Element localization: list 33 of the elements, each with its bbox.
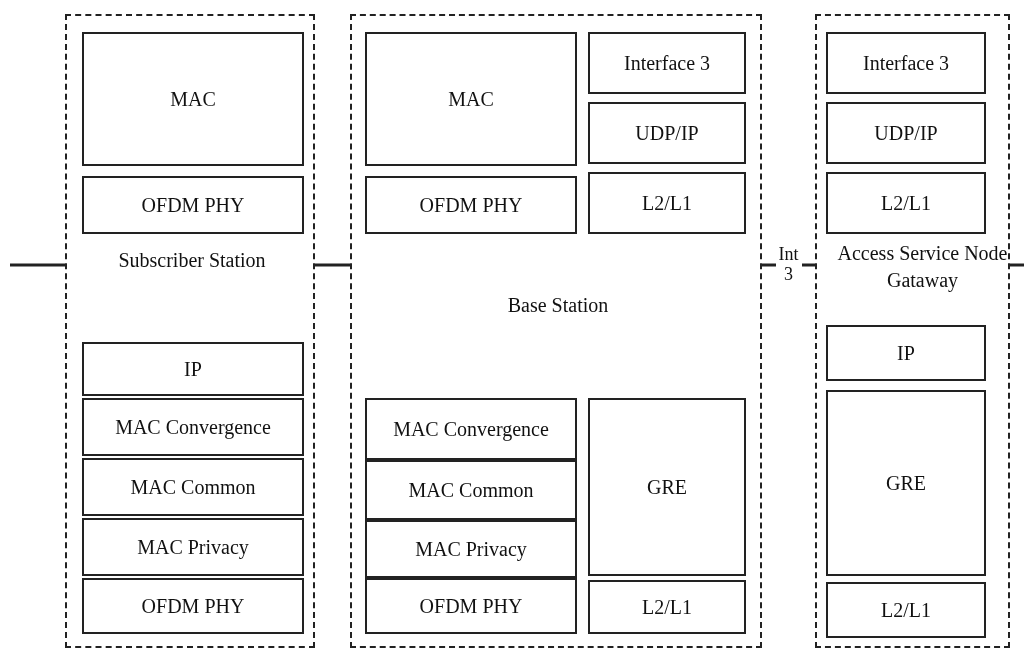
protocol-layer-box: MAC Privacy	[82, 518, 304, 576]
group-title: Subscriber Station	[117, 248, 267, 273]
connector-line	[10, 263, 65, 267]
protocol-layer-box: MAC Common	[82, 458, 304, 516]
protocol-layer-box: MAC Convergence	[82, 398, 304, 456]
dashed-group-box	[815, 14, 1010, 648]
protocol-layer-box: L2/L1	[826, 172, 986, 234]
protocol-layer-box: MAC Privacy	[365, 520, 577, 578]
protocol-layer-box: Interface 3	[826, 32, 986, 94]
protocol-layer-box: MAC	[365, 32, 577, 166]
group-title: Access Service Node Gataway	[836, 241, 1009, 294]
protocol-layer-box: IP	[826, 325, 986, 381]
protocol-layer-box: OFDM PHY	[82, 176, 304, 234]
protocol-layer-box: L2/L1	[588, 580, 746, 634]
protocol-layer-box: L2/L1	[826, 582, 986, 638]
protocol-layer-box: GRE	[826, 390, 986, 576]
protocol-layer-box: OFDM PHY	[365, 578, 577, 634]
dashed-group-box	[65, 14, 315, 648]
connector-line	[315, 263, 350, 267]
protocol-layer-box: IP	[82, 342, 304, 396]
protocol-layer-box: GRE	[588, 398, 746, 576]
protocol-layer-box: MAC Common	[365, 460, 577, 520]
protocol-layer-box: UDP/IP	[588, 102, 746, 164]
protocol-layer-box: L2/L1	[588, 172, 746, 234]
group-title: Base Station	[506, 293, 610, 318]
protocol-layer-box: UDP/IP	[826, 102, 986, 164]
connector-line	[1010, 263, 1024, 267]
protocol-layer-box: MAC Convergence	[365, 398, 577, 460]
protocol-layer-box: OFDM PHY	[365, 176, 577, 234]
protocol-layer-box: Interface 3	[588, 32, 746, 94]
protocol-layer-box: MAC	[82, 32, 304, 166]
dashed-group-box	[350, 14, 762, 648]
protocol-layer-box: OFDM PHY	[82, 578, 304, 634]
